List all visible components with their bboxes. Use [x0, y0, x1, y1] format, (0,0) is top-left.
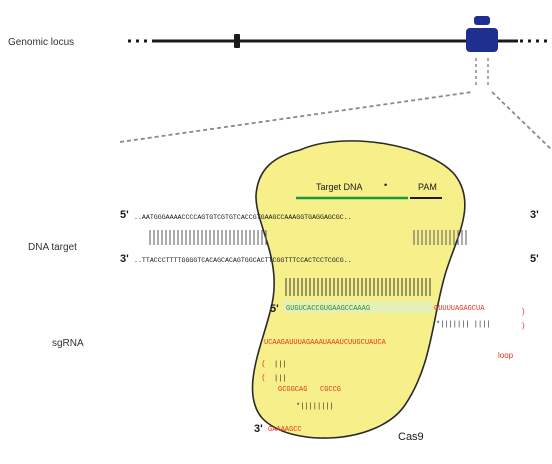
pam-label: PAM	[418, 182, 437, 192]
target-locus-box	[466, 28, 498, 52]
spacer-highlight	[283, 301, 433, 313]
sgrna-tail-sequence: GAAAAGCC	[268, 426, 302, 434]
dna-top-3prime: 3'	[530, 209, 539, 221]
sgrna-3prime: 3'	[254, 423, 263, 435]
stem-b-sequence: CGCCG	[320, 386, 341, 394]
target-locus-cap	[474, 16, 490, 25]
dna-bottom-3prime: 3'	[120, 253, 129, 265]
cas9-protein-shape	[251, 140, 466, 439]
dna-bottom-5prime: 5'	[530, 253, 539, 265]
sgrna-repeat-sequence: GUUUUAGAGCUA	[434, 305, 485, 313]
dna-target-label: DNA target	[28, 242, 77, 253]
sgrna-5prime: 5'	[270, 303, 279, 315]
genomic-locus-track	[128, 16, 552, 86]
genomic-locus-label: Genomic locus	[8, 37, 74, 48]
dna-bottom-strand: ..TTACCCTTTTGGGGTCACAGCACAGTGGCACTTCGGTT…	[134, 257, 352, 264]
repeat-end-mark: )	[522, 307, 525, 316]
stem-loop-bracket-2: (	[262, 373, 265, 382]
zoom-line-left	[119, 91, 473, 143]
repeat-antirepeat-pairs: *||||||| ||||	[436, 321, 491, 329]
tetraloop-label: loop	[498, 351, 514, 360]
sgrna-antirepeat-sequence: UCAAGAUUUAGAAAUAAAUCUUGCUAUCA	[264, 339, 387, 347]
dna-top-5prime: 5'	[120, 209, 129, 221]
sgrna-label: sgRNA	[52, 338, 84, 349]
repeat-loop-mark: )	[522, 321, 525, 330]
stem-loop-2-pairs: |||	[274, 375, 287, 383]
zoom-line-right	[491, 91, 552, 151]
guide-target-pairing	[285, 278, 431, 296]
stem-pairs: *||||||||	[296, 403, 334, 411]
dna-top-strand: ..AATGGGAAAACCCCAGTGTCGTGTCACCGTGAAGCCAA…	[134, 214, 352, 221]
target-dna-label: Target DNA	[316, 182, 363, 192]
stem-loop-bracket-1: (	[262, 359, 265, 368]
target-dna-dot: •	[384, 180, 387, 190]
cas9-label: Cas9	[398, 431, 424, 443]
dna-basepair-ticks	[149, 230, 467, 245]
exon-marker	[234, 34, 240, 48]
stem-a-sequence: GCGGCAG	[278, 386, 307, 394]
sgrna-spacer-sequence: GUGUCACCGUGAAGCCAAAG	[286, 305, 370, 313]
stem-loop-1-pairs: |||	[274, 361, 287, 369]
